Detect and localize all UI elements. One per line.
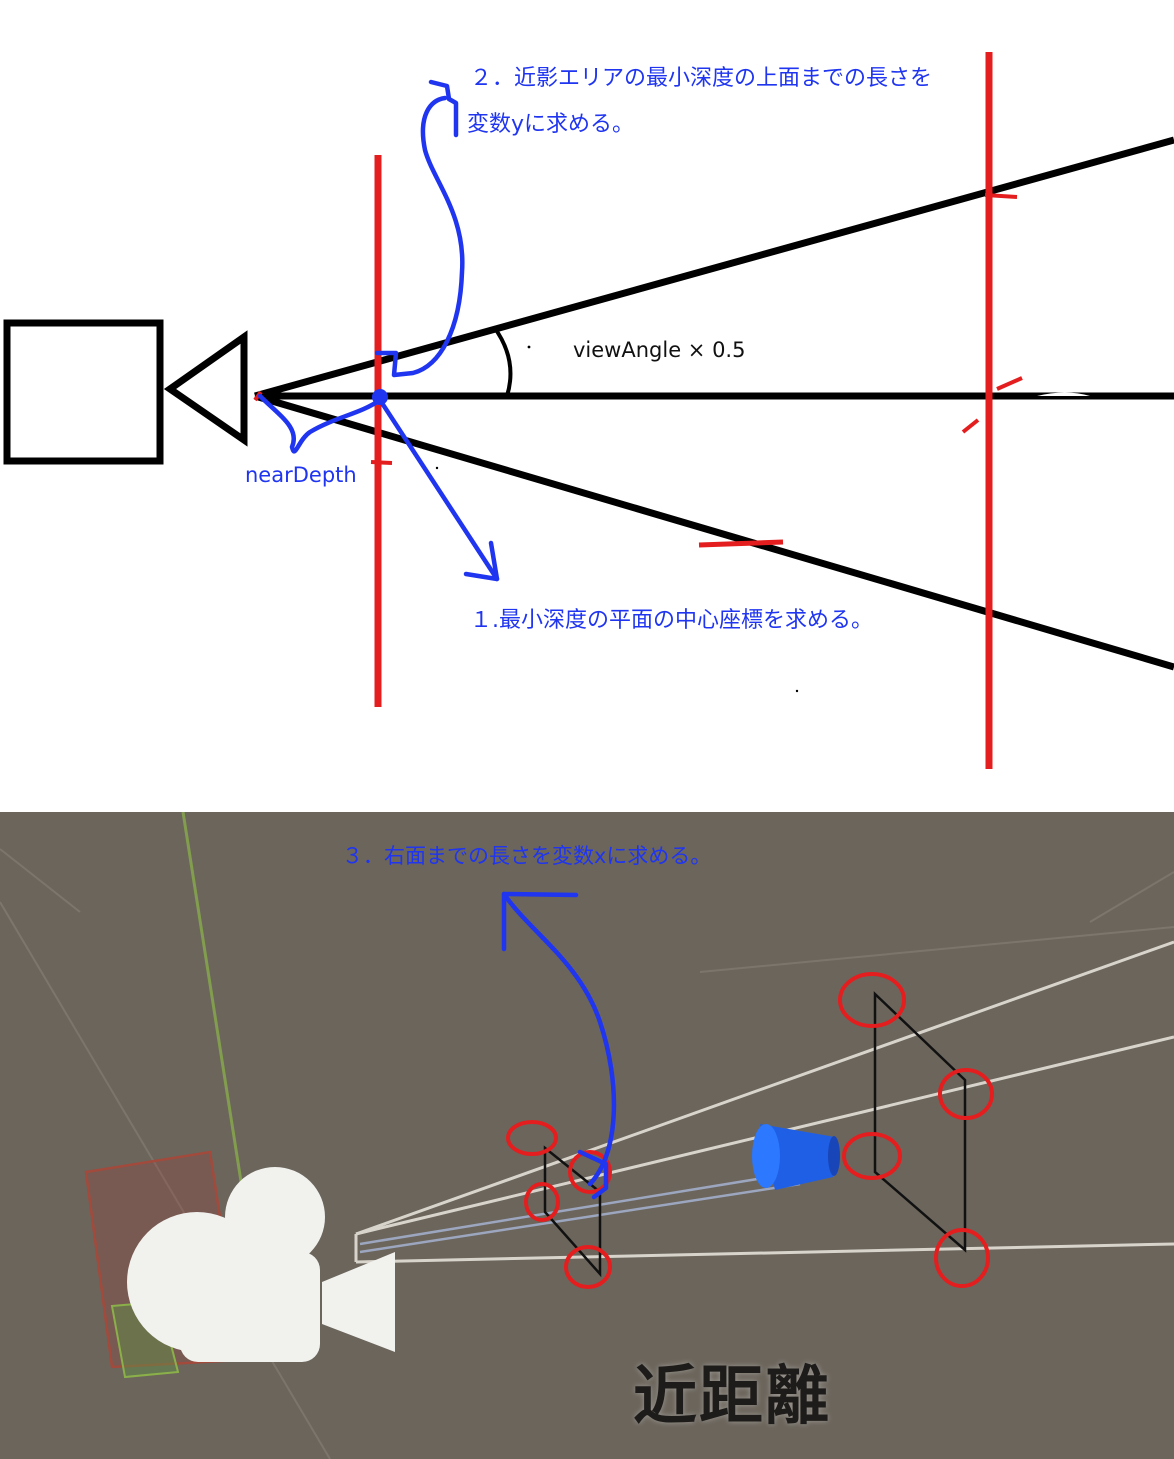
camera-lens-shape: [163, 330, 248, 447]
view-angle-arc: [492, 325, 513, 397]
camera-icon: [127, 1167, 395, 1362]
step2-note-line2: 変数yに求める。: [467, 112, 635, 137]
camera-frustum-lines: [354, 940, 1174, 1264]
y-axis-line: [181, 812, 247, 1208]
clip-plane-outlines: [543, 991, 967, 1278]
step3-note: ３．右面までの長さを変数xに求める。: [342, 844, 712, 868]
step1-note: １.最小深度の平面の中心座標を求める。: [470, 608, 873, 633]
frustum-diagram: [3, 52, 1174, 769]
top-diagram-panel: ２．近影エリアの最小深度の上面までの長さを 変数yに求める。 viewAngle…: [3, 52, 1174, 769]
scene-grid: [0, 848, 1174, 1459]
step2-note-line1: ２．近影エリアの最小深度の上面までの長さを: [470, 66, 933, 91]
step3-arrow: [501, 891, 617, 1200]
annotation-strokes: [257, 79, 500, 582]
corner-highlights: [506, 972, 994, 1289]
scene-view-graphics: [0, 812, 1174, 1459]
direction-cone-icon: [752, 1124, 840, 1190]
scene-view-panel: ３．右面までの長さを変数xに求める。 近距離: [0, 812, 1174, 1459]
frustum-top-edge: [254, 136, 1174, 400]
view-angle-label: viewAngle × 0.5: [573, 338, 746, 362]
plane-intersection-marks: [253, 193, 1023, 548]
scene-caption: 近距離: [633, 1360, 831, 1434]
near-depth-label: nearDepth: [245, 463, 357, 487]
camera-body-shape: [3, 319, 164, 465]
